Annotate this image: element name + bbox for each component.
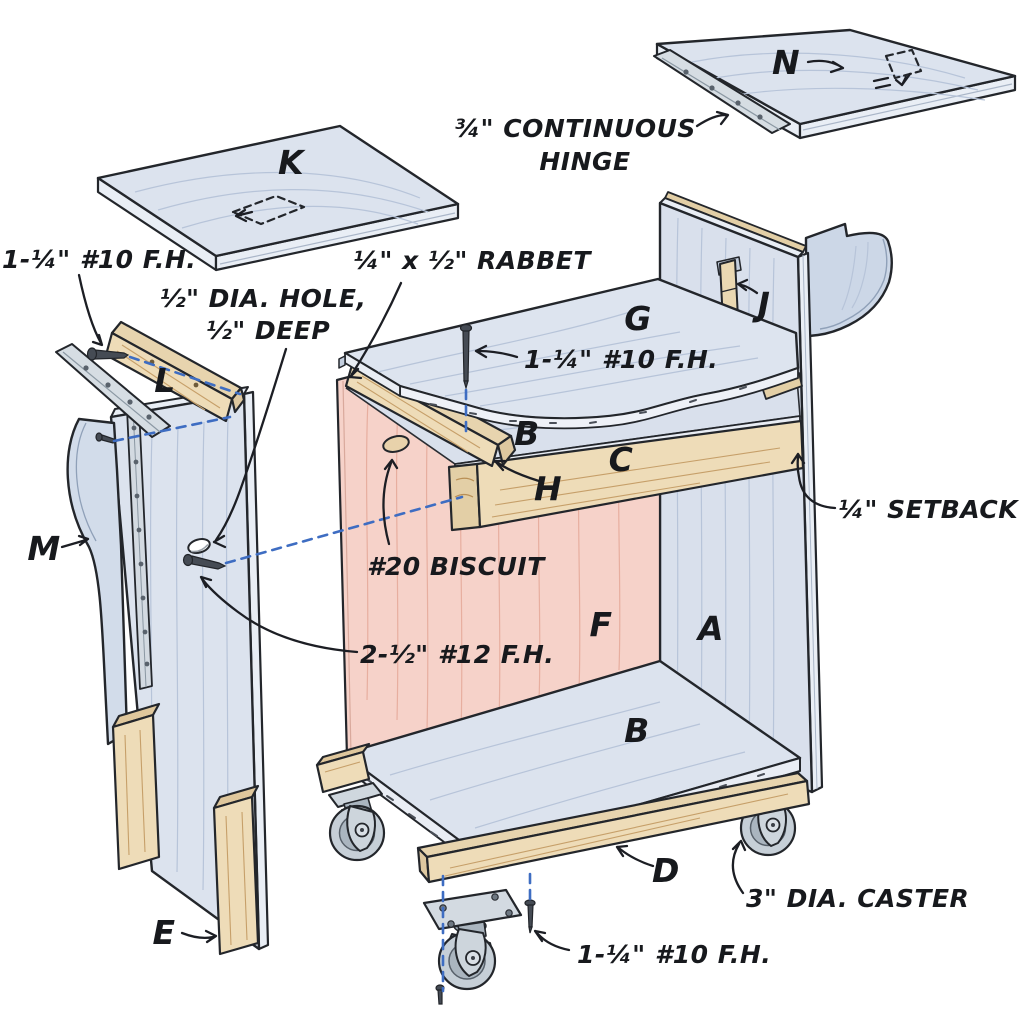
screw-below-caster	[435, 984, 445, 1005]
part-label-b-middle: B	[514, 414, 540, 453]
arrow-screw-side	[199, 575, 359, 654]
arrow-k-slot	[234, 208, 254, 223]
part-label-e: E	[152, 913, 175, 952]
curved-bracket	[804, 222, 893, 338]
arrow-dia-hole	[212, 347, 288, 549]
part-label-f: F	[589, 605, 612, 644]
arrow-screw-shelf	[474, 344, 519, 359]
callout-arrows	[60, 110, 837, 952]
arrow-d	[615, 844, 655, 868]
arrow-screw-top-left	[77, 273, 104, 347]
annotation-screw-top-left: 1-¼" #10 F.H.	[2, 245, 196, 274]
part-label-k: K	[278, 143, 306, 182]
part-label-b-bottom: B	[624, 711, 650, 750]
annotation-screw-caster: 1-¼" #10 F.H.	[577, 940, 771, 969]
curved-edge-piece-m	[66, 417, 129, 746]
left-side-assembly	[55, 320, 270, 956]
part-label-g: G	[624, 299, 652, 338]
arrow-n-to-slot	[806, 59, 845, 74]
caster-left	[328, 782, 386, 862]
annotation-biscuit: #20 BISCUIT	[367, 552, 546, 581]
annotation-caster-dia: 3" DIA. CASTER	[746, 884, 969, 913]
annotation-dia-hole-line1: ½" DIA. HOLE,	[160, 284, 367, 313]
arrow-caster-dia	[731, 839, 747, 895]
counterbore-hole	[187, 538, 211, 554]
annotation-screw-shelf: 1-¼" #10 F.H.	[524, 345, 718, 374]
front-rail-c	[447, 419, 805, 532]
continuous-hinge-leaf-diagonal	[55, 343, 171, 438]
arrow-continuous-hinge	[695, 110, 730, 128]
arrow-screw-caster	[533, 929, 571, 952]
biscuit-slot-dashed-n	[872, 48, 923, 90]
text-labels: 1-¼" #10 F.H. ½" DIA. HOLE, ½" DEEP ¼" x…	[2, 43, 1019, 969]
panel-n	[653, 28, 1017, 140]
arrow-rabbet	[348, 281, 403, 380]
main-carcase	[315, 191, 893, 884]
top-shelf-g	[338, 277, 800, 430]
annotation-continuous-hinge-line2: HINGE	[539, 147, 630, 176]
back-rail-d-end	[315, 742, 371, 794]
part-label-m: M	[27, 529, 60, 568]
screws	[86, 323, 536, 1005]
panel-k	[96, 124, 460, 272]
screw-top-left	[86, 347, 130, 361]
foot-block-left	[111, 702, 161, 871]
arrow-biscuit	[382, 458, 399, 546]
screw-shelf-vertical	[459, 323, 473, 391]
annotation-continuous-hinge-line1: ¾" CONTINUOUS	[454, 114, 696, 143]
annotation-rabbet: ¼" x ½" RABBET	[353, 246, 592, 275]
arrow-h	[493, 459, 541, 483]
screw-side-panel	[182, 553, 227, 570]
part-label-n: N	[772, 43, 800, 82]
annotation-screw-side: 2-½" #12 F.H.	[360, 640, 554, 669]
part-label-a: A	[695, 609, 724, 648]
biscuit-slot-dashed-k	[231, 194, 306, 226]
part-label-h: H	[534, 469, 562, 508]
arrow-m	[60, 534, 90, 549]
alignment-dash-lines	[112, 355, 532, 993]
arrow-e	[180, 929, 218, 944]
rabbet-corner	[338, 355, 346, 369]
cleat-l	[104, 320, 246, 423]
front-rail-d	[416, 771, 811, 884]
part-label-l: L	[154, 361, 176, 400]
annotation-dia-hole-line2: ½" DEEP	[206, 316, 330, 345]
biscuit-slot-oval	[382, 435, 410, 453]
annotation-setback: ¼" SETBACK	[838, 495, 1019, 524]
caster-exploded	[422, 888, 523, 991]
part-label-c: C	[609, 440, 634, 479]
continuous-hinge-on-n	[653, 49, 791, 134]
foot-block-right	[212, 784, 260, 956]
arrow-setback	[790, 452, 837, 510]
part-label-d: D	[652, 851, 680, 890]
screw-caster	[524, 899, 536, 934]
arrow-j	[736, 278, 759, 295]
